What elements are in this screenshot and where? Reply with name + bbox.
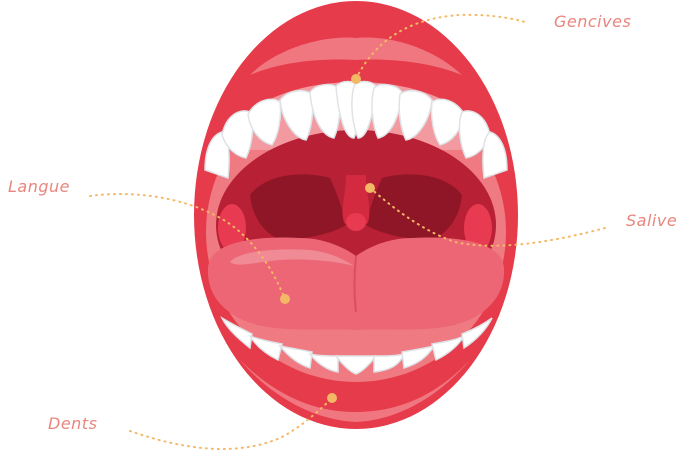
dot-langue [280,294,290,304]
dot-salive [365,183,375,193]
label-salive: Salive [626,211,676,230]
dot-gencives [351,74,361,84]
label-dents: Dents [48,414,97,433]
label-gencives: Gencives [554,12,631,31]
dot-dents [327,393,337,403]
uvula-tip [346,213,366,231]
label-langue: Langue [8,177,70,196]
